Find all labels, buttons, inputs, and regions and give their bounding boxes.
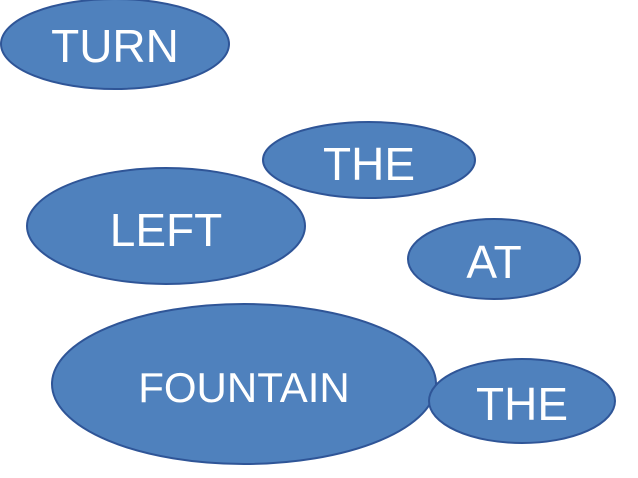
bubble-fountain: FOUNTAIN — [51, 303, 437, 465]
bubble-left-label: LEFT — [110, 204, 222, 256]
bubble-at: AT — [407, 218, 581, 300]
bubble-the-bottom: THE — [428, 358, 616, 444]
bubble-at-label: AT — [466, 236, 521, 288]
bubble-fountain-label: FOUNTAIN — [138, 364, 350, 411]
bubble-left-shape — [26, 167, 306, 285]
bubble-at-shape — [407, 218, 581, 300]
bubble-the-top-shape — [262, 121, 476, 199]
bubble-the-bottom-label: THE — [476, 378, 568, 430]
bubble-the-bottom-shape — [428, 358, 616, 444]
bubble-turn-shape — [0, 0, 230, 90]
bubble-turn: TURN — [0, 0, 230, 90]
bubble-the-top: THE — [262, 121, 476, 199]
bubble-the-top-label: THE — [323, 138, 415, 190]
bubble-turn-label: TURN — [51, 20, 179, 72]
bubble-left: LEFT — [26, 167, 306, 285]
